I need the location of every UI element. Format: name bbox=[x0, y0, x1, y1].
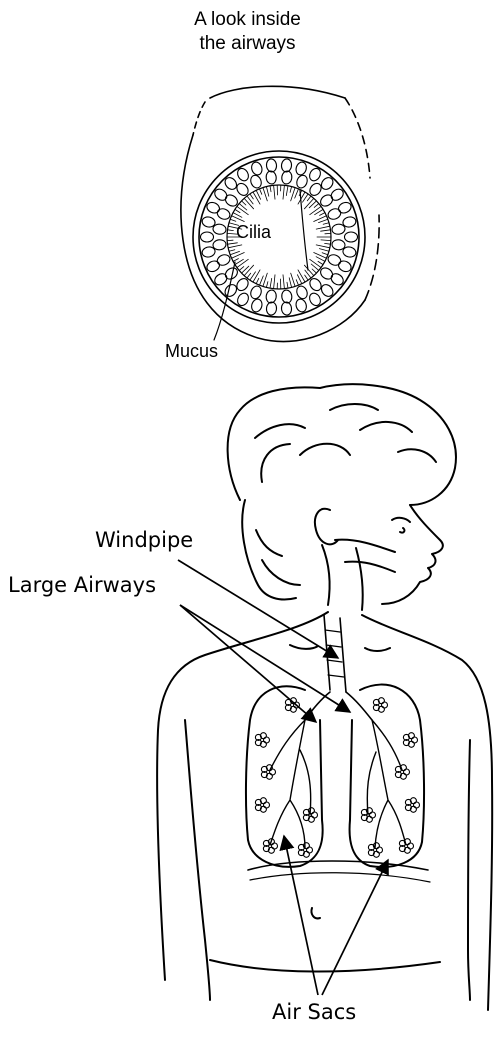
large-airways-label: Large Airways bbox=[8, 575, 156, 596]
large-airways-arrow-left bbox=[180, 605, 316, 722]
mucus-label: Mucus bbox=[165, 342, 218, 360]
airway-cross-section bbox=[181, 86, 379, 341]
cross-section-caption-line1: A look inside bbox=[0, 10, 495, 29]
cilia-label: Cilia bbox=[236, 223, 271, 241]
label-arrows bbox=[178, 560, 388, 995]
windpipe-label: Windpipe bbox=[95, 530, 193, 551]
windpipe-arrow bbox=[178, 560, 338, 658]
air-sacs-arrow-right bbox=[322, 860, 388, 995]
cross-section-caption-line2: the airways bbox=[0, 34, 495, 53]
child-figure bbox=[157, 384, 492, 1010]
air-sacs-label: Air Sacs bbox=[272, 1002, 356, 1023]
